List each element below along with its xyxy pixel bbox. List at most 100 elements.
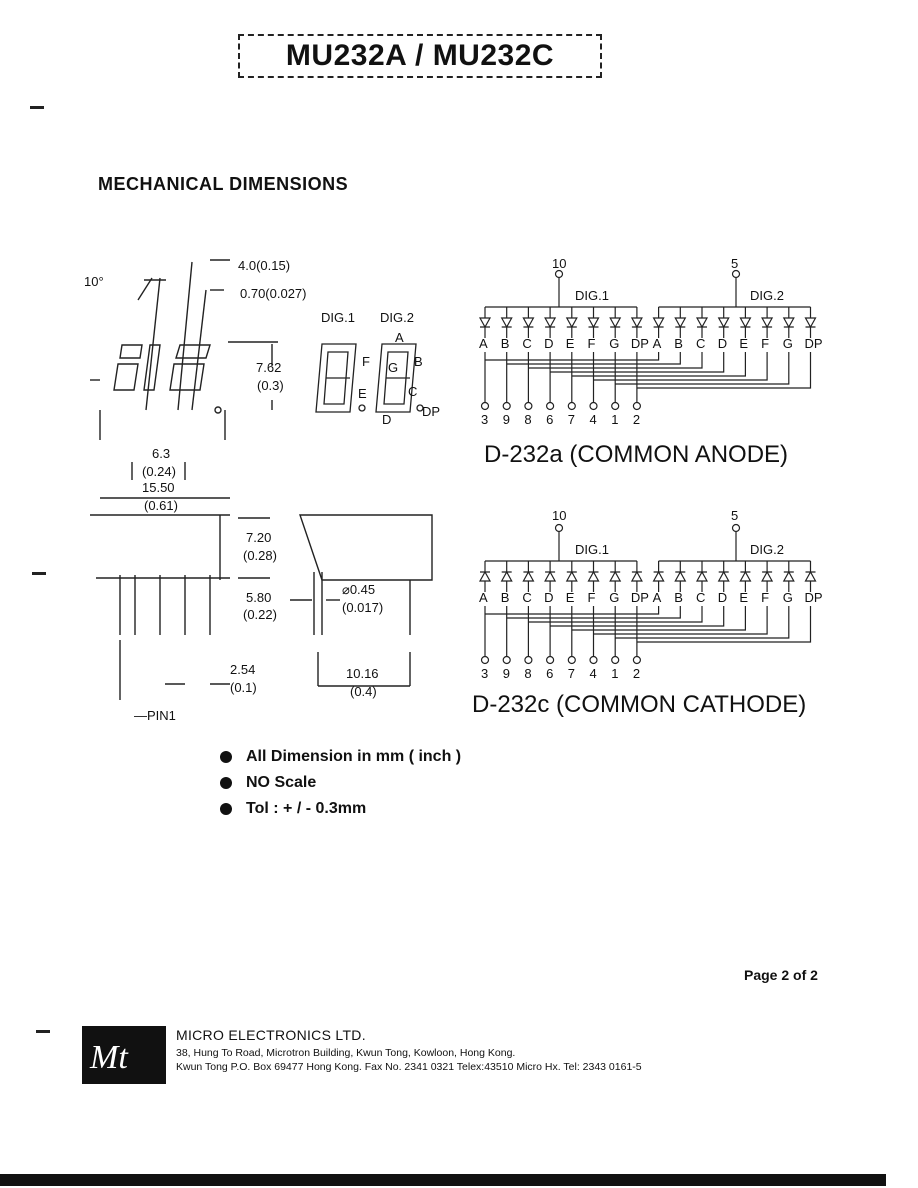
diode-icon	[717, 317, 730, 329]
pin-number: 2	[633, 412, 640, 427]
diode-icon	[804, 570, 817, 582]
segment-label: E	[566, 590, 575, 605]
diode-icon	[544, 317, 557, 329]
segment-label: G	[609, 590, 619, 605]
segment-label: E	[358, 386, 367, 401]
dim-label: 6.3	[152, 446, 170, 461]
segment-label: F	[362, 354, 370, 369]
company-name: MICRO ELECTRONICS LTD.	[176, 1027, 366, 1043]
circuit-caption: D-232a (COMMON ANODE)	[484, 441, 788, 468]
pin-number: 3	[481, 666, 488, 681]
segment-label: C	[696, 336, 705, 351]
segment-label: G	[609, 336, 619, 351]
dim-label: 2.54	[230, 662, 255, 677]
diode-icon	[522, 570, 535, 582]
note-text: Tol : + / - 0.3mm	[246, 800, 367, 817]
dim-label: 15.50	[142, 480, 175, 495]
common-pin-label: 10	[552, 508, 566, 523]
segment-label: D	[544, 590, 553, 605]
pin-number: 7	[568, 412, 575, 427]
logo-text: Mt	[89, 1039, 129, 1076]
pin-number: 6	[546, 412, 553, 427]
dim-label: (0.4)	[350, 684, 377, 699]
segment-label: B	[414, 354, 423, 369]
note-text: All Dimension in mm ( inch )	[246, 748, 462, 765]
segment-label: C	[408, 384, 417, 399]
diode-icon	[522, 317, 535, 329]
segment-label: B	[501, 590, 510, 605]
diode-icon	[478, 317, 492, 329]
document-title: MU232A / MU232C	[285, 39, 555, 72]
pin1-label: —PIN1	[134, 708, 176, 723]
dim-label: (0.3)	[257, 378, 284, 393]
diode-icon	[674, 570, 687, 582]
diode-icon	[478, 570, 492, 582]
segment-label: F	[761, 336, 769, 351]
dim-label: 10.16	[346, 666, 379, 681]
pin-number: 4	[590, 412, 597, 427]
diode-icon	[761, 570, 774, 582]
segment-label: C	[522, 590, 531, 605]
dim-label: (0.61)	[144, 498, 178, 513]
diode-icon	[782, 570, 795, 582]
segment-label: DP	[805, 336, 823, 351]
dim-label: 7.62	[256, 360, 281, 375]
segment-label: A	[479, 336, 488, 351]
segment-label: E	[739, 590, 748, 605]
diode-icon	[587, 570, 600, 582]
common-pin-label: 5	[731, 508, 738, 523]
diode-icon	[630, 570, 643, 582]
seven-segment-dig2	[358, 343, 424, 413]
diode-icon	[500, 317, 513, 329]
segment-label: B	[674, 336, 683, 351]
diode-icon	[500, 570, 513, 582]
segment-label: D	[382, 412, 391, 427]
angle-label: 10°	[84, 274, 104, 289]
common-pin-label: 5	[731, 256, 738, 271]
dig2-label: DIG.2	[750, 288, 784, 303]
diode-icon	[544, 570, 557, 582]
segment-label: B	[674, 590, 683, 605]
note-item: All Dimension in mm ( inch )	[220, 744, 461, 770]
dim-label: (0.28)	[243, 548, 277, 563]
diode-icon	[674, 317, 687, 329]
bullet-icon	[220, 777, 232, 789]
margin-mark	[32, 572, 46, 575]
dim-label: 4.0(0.15)	[238, 258, 290, 273]
segment-label: E	[739, 336, 748, 351]
segment-label: A	[395, 330, 404, 345]
dig2-label: DIG.2	[750, 542, 784, 557]
segment-label: G	[783, 336, 793, 351]
pin-number: 7	[568, 666, 575, 681]
dim-label: 7.20	[246, 530, 271, 545]
segment-label: A	[479, 590, 488, 605]
dim-label: 5.80	[246, 590, 271, 605]
dig1-label: DIG.1	[575, 542, 609, 557]
diode-icon	[739, 570, 752, 582]
margin-mark	[30, 106, 44, 109]
segment-label: B	[501, 336, 510, 351]
pin-number: 8	[524, 666, 531, 681]
seven-segment-dig1	[315, 343, 357, 413]
segment-label: D	[718, 590, 727, 605]
dim-label: (0.22)	[243, 607, 277, 622]
pin-number: 4	[590, 666, 597, 681]
dig1-label: DIG.1	[575, 288, 609, 303]
diode-icon	[609, 317, 622, 329]
margin-mark	[36, 1030, 50, 1033]
bullet-icon	[220, 751, 232, 763]
segment-label: F	[588, 590, 596, 605]
page-number: Page 2 of 2	[744, 967, 818, 983]
segment-label: G	[783, 590, 793, 605]
segment-label: A	[653, 336, 662, 351]
diode-icon	[695, 317, 709, 329]
pin-number: 6	[546, 666, 553, 681]
segment-label: D	[718, 336, 727, 351]
mechanical-drawing: 10° 4.0(0.15) 0.70(0.027) DIG.1 DIG.2 A …	[84, 258, 440, 723]
dim-label: (0.017)	[342, 600, 383, 615]
diode-icon	[717, 570, 730, 582]
diode-icon	[804, 317, 817, 329]
dig1-label: DIG.1	[321, 310, 355, 325]
diode-icon	[565, 570, 578, 582]
